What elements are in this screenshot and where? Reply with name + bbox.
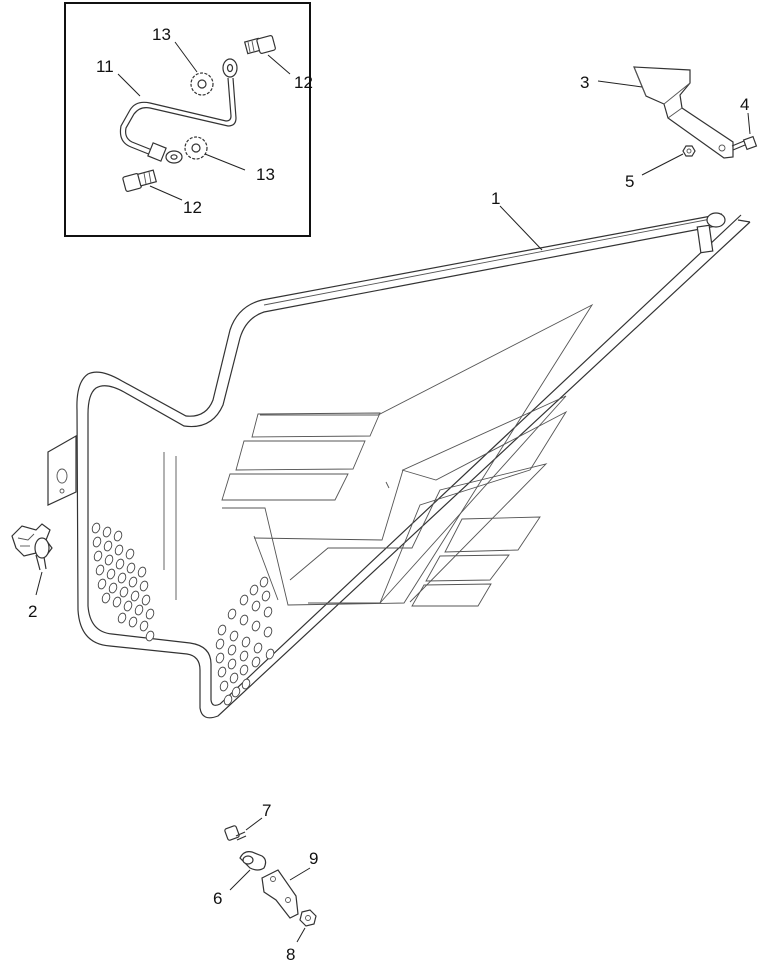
perforation-hole bbox=[215, 652, 225, 664]
perforation-hole bbox=[231, 686, 241, 698]
perforation-hole bbox=[126, 562, 136, 574]
perforation-hole bbox=[215, 638, 225, 650]
perforation-hole bbox=[251, 656, 261, 668]
perforation-hole bbox=[219, 680, 229, 692]
perforation-hole bbox=[251, 620, 261, 632]
perforation-hole bbox=[241, 678, 251, 690]
bracket-assembly: 3 4 5 bbox=[580, 66, 758, 191]
perforation-hole bbox=[119, 586, 129, 598]
perforation-hole bbox=[239, 650, 249, 662]
mounting-tab bbox=[47, 434, 77, 506]
latch-assembly: 2 bbox=[11, 523, 53, 621]
perforation-hole bbox=[239, 614, 249, 626]
perforation-hole bbox=[117, 572, 127, 584]
nut-small bbox=[682, 145, 696, 157]
perforation-hole bbox=[141, 594, 151, 606]
callout-6: 6 bbox=[213, 889, 222, 908]
perforation-hole bbox=[128, 576, 138, 588]
perforation-hole bbox=[108, 582, 118, 594]
perforation-hole bbox=[253, 642, 263, 654]
callout-13-lower: 13 bbox=[256, 165, 275, 184]
perforation-hole bbox=[112, 596, 122, 608]
perforation-hole bbox=[93, 550, 103, 562]
perforation-hole bbox=[104, 554, 114, 566]
star-washer-upper bbox=[190, 72, 214, 96]
perforation-hole bbox=[106, 568, 116, 580]
perforation-hole bbox=[265, 648, 275, 660]
callout-5: 5 bbox=[625, 172, 634, 191]
callout-4: 4 bbox=[740, 95, 749, 114]
perforation-hole bbox=[113, 530, 123, 542]
perforation-hole bbox=[115, 558, 125, 570]
bolt-lower bbox=[122, 169, 158, 192]
perforation-hole bbox=[137, 566, 147, 578]
bolt-small bbox=[731, 135, 758, 151]
perforation-hole bbox=[92, 536, 102, 548]
perforation-hole bbox=[123, 600, 133, 612]
perforation-hole bbox=[114, 544, 124, 556]
ground-strap bbox=[119, 58, 238, 164]
callout-9: 9 bbox=[309, 849, 318, 868]
callout-12-upper: 12 bbox=[294, 73, 313, 92]
bracket bbox=[633, 66, 734, 159]
perforation-hole bbox=[217, 624, 227, 636]
nut bbox=[299, 909, 317, 927]
perforation-hole bbox=[103, 540, 113, 552]
perforation-hole bbox=[97, 578, 107, 590]
lower-hardware: 7 6 9 8 bbox=[213, 801, 318, 964]
perforation-hole bbox=[217, 666, 227, 678]
screw bbox=[224, 825, 247, 841]
perforation-hole bbox=[130, 590, 140, 602]
perforation-hole bbox=[139, 620, 149, 632]
clip bbox=[239, 851, 267, 871]
perforation-hole bbox=[259, 576, 269, 588]
perforation-hole bbox=[145, 630, 155, 642]
perforation-hole bbox=[239, 594, 249, 606]
callout-1: 1 bbox=[491, 189, 500, 208]
perforation-hole bbox=[101, 592, 111, 604]
panel-perforations bbox=[91, 522, 275, 706]
perforation-hole bbox=[145, 608, 155, 620]
callout-7: 7 bbox=[262, 801, 271, 820]
perforation-hole bbox=[251, 600, 261, 612]
side-panel: 1 bbox=[47, 189, 751, 719]
perforation-hole bbox=[102, 526, 112, 538]
callout-2: 2 bbox=[28, 602, 37, 621]
callout-11: 11 bbox=[96, 57, 114, 76]
perforation-hole bbox=[263, 626, 273, 638]
panel-frame-tube bbox=[76, 213, 751, 719]
perforation-hole bbox=[227, 608, 237, 620]
plate bbox=[261, 869, 299, 919]
perforation-hole bbox=[134, 604, 144, 616]
perforation-hole bbox=[229, 672, 239, 684]
perforation-hole bbox=[128, 616, 138, 628]
perforation-hole bbox=[261, 590, 271, 602]
perforation-hole bbox=[241, 636, 251, 648]
perforation-hole bbox=[95, 564, 105, 576]
perforation-hole bbox=[125, 548, 135, 560]
perforation-hole bbox=[117, 612, 127, 624]
perforation-hole bbox=[227, 658, 237, 670]
bolt-upper bbox=[243, 35, 276, 55]
perforation-hole bbox=[263, 606, 273, 618]
callout-8: 8 bbox=[286, 945, 295, 964]
perforation-hole bbox=[239, 664, 249, 676]
inset-frame bbox=[64, 2, 311, 237]
perforation-hole bbox=[91, 522, 101, 534]
perforation-hole bbox=[227, 644, 237, 656]
star-washer-lower bbox=[184, 136, 208, 160]
callout-12-lower: 12 bbox=[183, 198, 202, 217]
perforation-hole bbox=[229, 630, 239, 642]
panel-graphic bbox=[221, 303, 594, 607]
callout-13-upper: 13 bbox=[152, 25, 171, 44]
ground-strap-inset: 11 13 12 13 12 bbox=[64, 2, 313, 237]
perforation-hole bbox=[223, 694, 233, 706]
callout-3: 3 bbox=[580, 73, 589, 92]
perforation-hole bbox=[249, 584, 259, 596]
perforation-hole bbox=[139, 580, 149, 592]
